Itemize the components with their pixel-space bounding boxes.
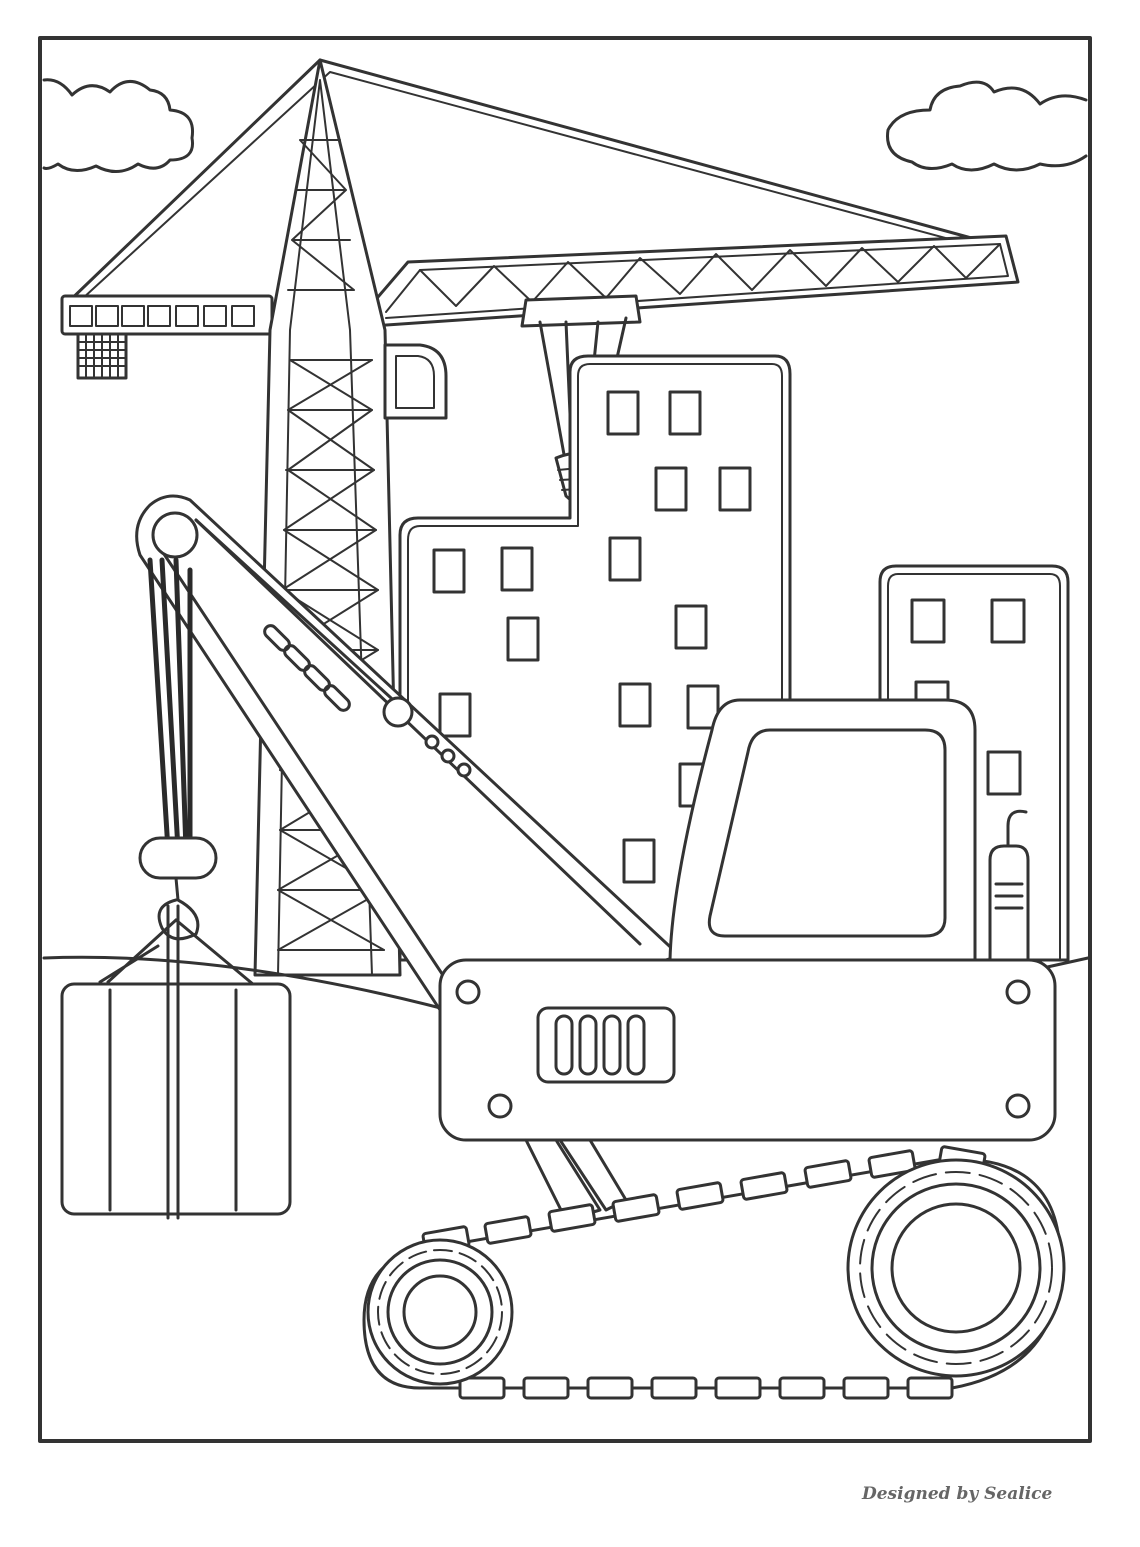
cloud-right xyxy=(888,82,1087,170)
designer-credit: Designed by Sealice xyxy=(862,1484,1053,1504)
cloud-left xyxy=(44,80,193,172)
crawler-crane xyxy=(137,496,1064,1398)
front-wheel xyxy=(368,1240,512,1384)
border-frame xyxy=(40,38,1090,1441)
rear-wheel xyxy=(848,1160,1064,1376)
suspended-cargo-box xyxy=(62,560,290,1218)
